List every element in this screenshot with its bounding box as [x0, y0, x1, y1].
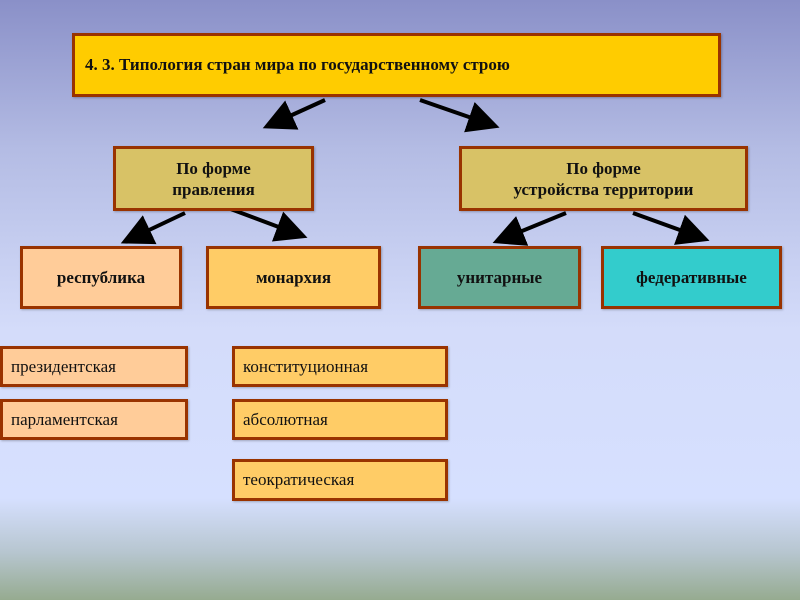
republic-label: республика: [56, 268, 146, 287]
theocratic-box: теократическая: [232, 459, 448, 501]
constitutional-label: конституционная: [243, 356, 369, 376]
territory-form-box: По форме устройства территории: [459, 146, 748, 211]
arrow-to-republic: [120, 211, 186, 245]
unitary-label: унитарные: [456, 268, 543, 287]
parliamentary-box: парламентская: [0, 399, 188, 440]
presidential-box: президентская: [0, 346, 188, 387]
monarchy-label: монархия: [255, 268, 332, 287]
republic-box: республика: [20, 246, 182, 309]
title-box: 4. 3. Типология стран мира по государств…: [72, 33, 721, 97]
territory-form-line2: устройства территории: [513, 179, 694, 199]
constitutional-box: конституционная: [232, 346, 448, 387]
theocratic-label: теократическая: [243, 470, 355, 489]
government-form-line1: По форме: [176, 158, 251, 178]
federal-box: федеративные: [601, 246, 782, 309]
unitary-box: унитарные: [418, 246, 581, 309]
territory-form-line1: По форме: [566, 158, 641, 178]
arrow-to-government-form: [262, 98, 326, 130]
arrow-to-territory-form: [419, 98, 500, 133]
parliamentary-label: парламентская: [11, 409, 118, 429]
title-text: 4. 3. Типология стран мира по государств…: [85, 55, 510, 74]
government-form-line2: правления: [172, 179, 255, 199]
absolute-label: абсолютная: [243, 409, 328, 429]
absolute-box: абсолютная: [232, 399, 448, 440]
arrow-to-unitary: [492, 211, 567, 246]
government-form-box: По форме правления: [113, 146, 314, 211]
presidential-label: президентская: [11, 356, 117, 376]
federal-label: федеративные: [636, 268, 747, 287]
arrow-to-monarchy: [227, 206, 308, 242]
monarchy-box: монархия: [206, 246, 381, 309]
arrow-to-federal: [632, 211, 710, 245]
